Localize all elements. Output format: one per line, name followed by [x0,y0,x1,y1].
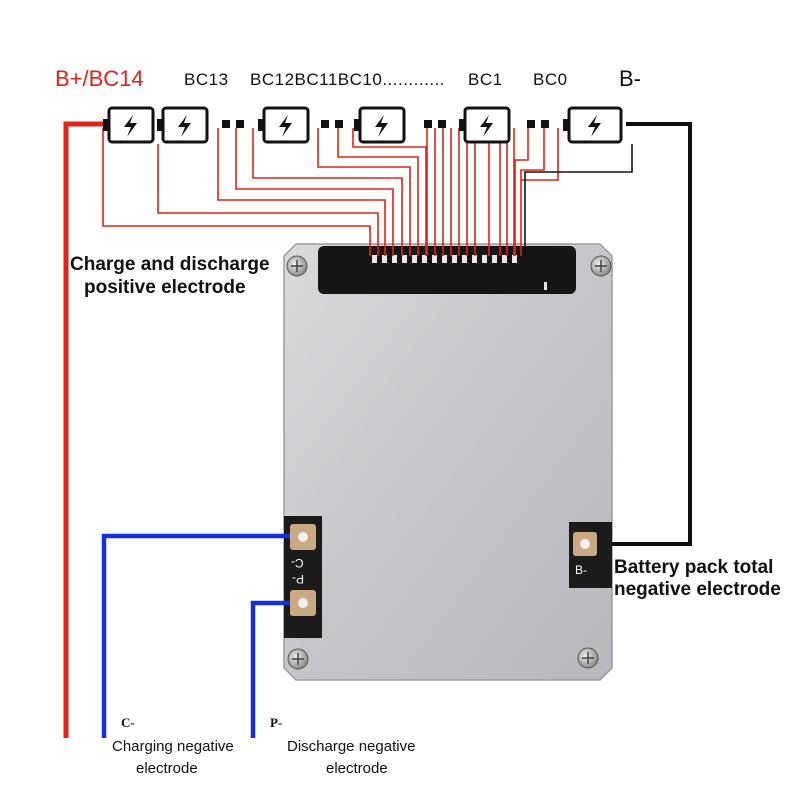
balance-connector [318,246,576,294]
c-minus-label: C- [121,715,135,730]
cell-gap-dots [527,120,549,128]
positive-wire [63,121,104,738]
battery-cell-icon [157,106,209,144]
charging-neg-label-1: Charging negative [112,738,234,755]
bms-board [283,243,613,681]
b-minus-label: B- [619,66,641,91]
cell-gap-dots [424,120,446,128]
battery-cell-icon [563,106,623,144]
lightning-icon [279,115,292,137]
discharge-neg-label-1: Discharge negative [287,738,416,755]
battery-cells [103,106,623,144]
bc12-bc10-label: BC12BC11BC10............ [250,70,445,89]
battery-cell-icon [258,106,310,144]
discharge-neg-label-2: electrode [326,760,388,777]
battery-total-label-1: Battery pack total [614,557,774,578]
battery-negative-wire [524,122,692,546]
lightning-icon [178,115,191,137]
b-plus-bc14-label: B+/BC14 [55,66,144,91]
c-pad-label: C- [291,556,304,570]
charge-negative-wire [101,533,290,738]
charging-neg-label-2: electrode [136,760,198,777]
charge-discharge-label-2: positive electrode [84,277,246,298]
discharge-negative-wire [250,600,290,738]
battery-cell-icon [103,106,155,144]
bc0-label: BC0 [533,70,568,89]
bc13-label: BC13 [184,70,229,89]
balance-wires [102,128,559,256]
lightning-icon [480,115,493,137]
battery-cell-icon [459,106,511,144]
lightning-icon [124,115,137,137]
b-pad-label: B- [575,563,587,577]
cell-gap-dots [321,120,343,128]
battery-total-label-2: negative electrode [614,579,781,600]
connector-pins [372,255,547,290]
p-pad-label: P- [292,572,304,586]
lightning-icon [375,115,388,137]
cell-gap-dots [222,120,244,128]
lightning-icon [588,115,601,137]
charge-discharge-label-1: Charge and discharge [70,254,270,275]
bc1-label: BC1 [468,70,503,89]
battery-cell-icon [354,106,406,144]
p-minus-label: P- [270,715,283,730]
